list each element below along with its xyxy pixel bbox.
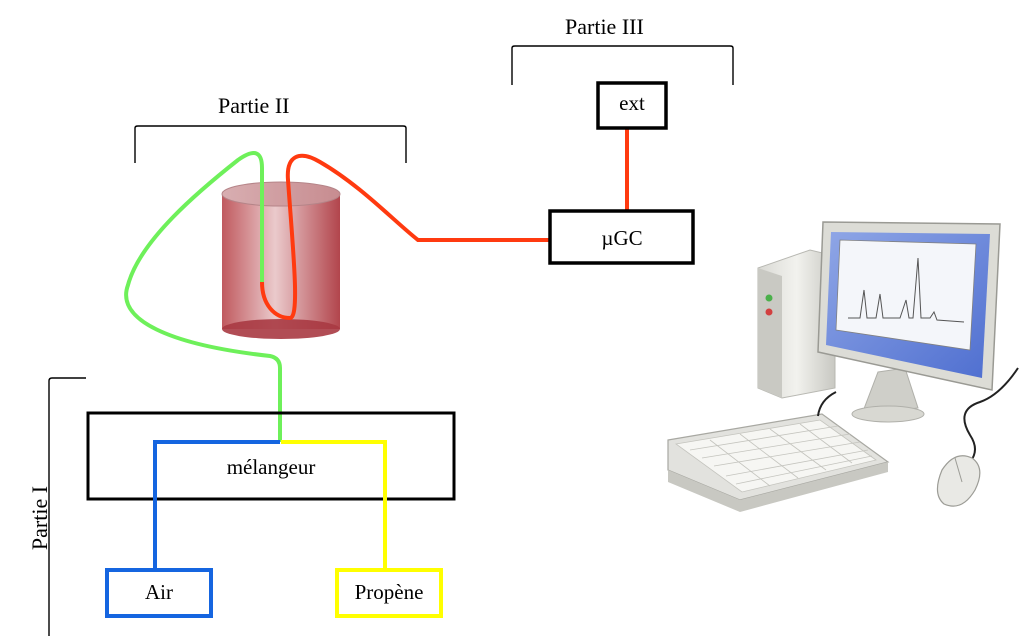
reactor-cylinder-icon xyxy=(221,181,341,339)
part1-label: Partie I xyxy=(27,485,52,551)
green-gas-line xyxy=(124,151,282,442)
part3-label: Partie III xyxy=(565,14,644,39)
part2-bracket xyxy=(134,125,407,163)
propene-box xyxy=(335,568,443,618)
part3-bracket xyxy=(511,45,734,85)
mixer-box xyxy=(86,411,456,501)
air-box xyxy=(105,568,213,618)
part2-label: Partie II xyxy=(218,93,290,118)
part1-bracket xyxy=(48,377,86,636)
air-line xyxy=(153,440,280,570)
mixer-label: mélangeur xyxy=(226,455,316,479)
propene-line xyxy=(281,440,387,570)
air-label: Air xyxy=(145,580,173,604)
ugc-box xyxy=(548,209,695,265)
ugc-label: µGC xyxy=(601,226,643,250)
desktop-computer-icon xyxy=(667,221,1019,512)
ext-box xyxy=(596,81,668,130)
propene-label: Propène xyxy=(354,580,424,604)
red-gas-line xyxy=(260,153,550,321)
ext-label: ext xyxy=(619,91,645,115)
